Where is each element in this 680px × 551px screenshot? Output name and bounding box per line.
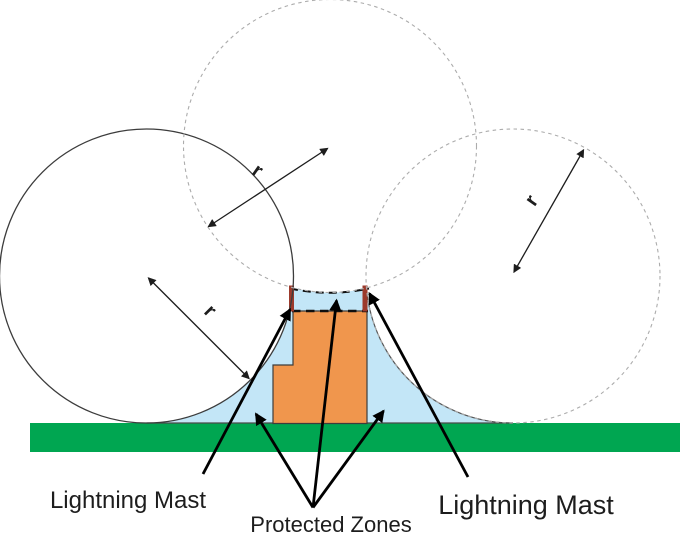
arrow-to-left-zone [254, 412, 315, 509]
rolling-sphere-top-dashed [182, 0, 478, 294]
arrow-to-right-mast [368, 291, 470, 478]
sphere-arc-between-masts [289, 287, 370, 294]
radius-arrow-left [147, 277, 250, 380]
radius-label-left: r [199, 300, 220, 321]
radius-arrow-top [207, 147, 329, 228]
rolling-sphere-left-solid [0, 128, 295, 424]
protected-zones-label: Protected Zones [250, 512, 411, 537]
lightning-mast-right-shape [362, 285, 368, 312]
radius-label-right: r [521, 191, 544, 210]
arrow-to-right-zone [311, 409, 385, 509]
lightning-mast-left-label: Lightning Mast [50, 487, 206, 514]
arrow-to-middle-zone [311, 298, 342, 508]
rolling-sphere-right-dashed [365, 128, 661, 424]
radius-arrow-right [513, 148, 585, 274]
arrow-to-left-mast [201, 307, 292, 475]
ground-strip [30, 423, 680, 452]
lightning-mast-right-label: Lightning Mast [438, 490, 614, 520]
